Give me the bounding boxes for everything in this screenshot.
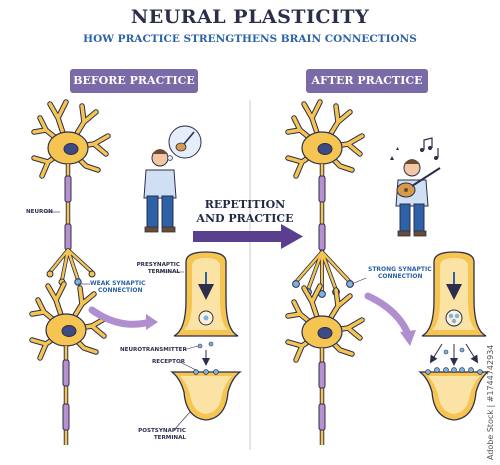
after-practice-badge: AFTER PRACTICE (306, 69, 428, 93)
neuron-top-right (288, 102, 362, 298)
zoom-arrow-left (88, 306, 154, 328)
page-subtitle: HOW PRACTICE STRENGTHENS BRAIN CONNECTIO… (83, 33, 417, 45)
repetition-arrow-icon (193, 224, 303, 249)
label-receptor: RECEPTOR (152, 359, 186, 365)
neuron-bottom-right (288, 286, 362, 445)
neuron-top-left (34, 102, 108, 286)
before-practice-badge: BEFORE PRACTICE (70, 69, 198, 93)
label-presynaptic: PRESYNAPTIC TERMINAL (136, 262, 180, 275)
synapse-weak (170, 251, 242, 421)
label-repetition-practice: REPETITION AND PRACTICE (196, 198, 294, 225)
label-weak-connection: WEAK SYNAPTIC CONNECTION (90, 280, 146, 294)
synapse-strong (418, 251, 490, 421)
label-neuron: NEURON (26, 209, 53, 215)
page-title: NEURAL PLASTICITY (130, 6, 370, 28)
stock-watermark: Adobe Stock | #1744742934 (486, 344, 495, 460)
person-guitar-icon (390, 137, 441, 237)
person-thinking-icon (143, 125, 202, 233)
neuron-bottom-left (32, 284, 106, 445)
label-postsynaptic: POSTSYNAPTIC TERMINAL (138, 428, 186, 441)
label-neurotransmitter: NEUROTRANSMITTER (120, 347, 187, 353)
label-strong-connection: STRONG SYNAPTIC CONNECTION (368, 266, 432, 280)
zoom-arrow-right (364, 292, 412, 338)
